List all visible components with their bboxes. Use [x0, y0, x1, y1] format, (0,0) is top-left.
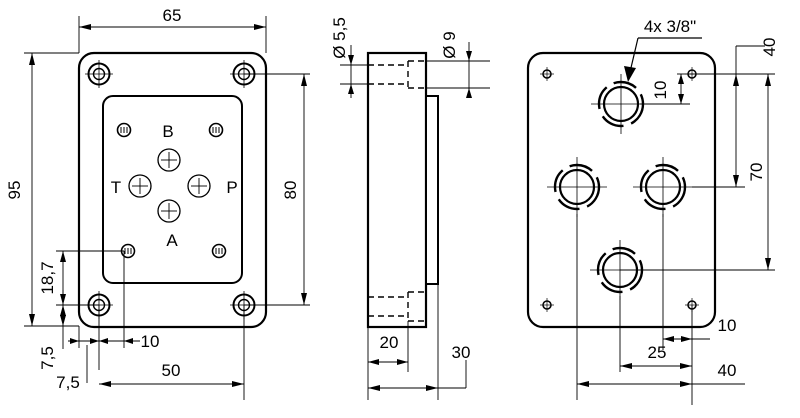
dim-bolt-small-dia: Ø 5,5 [330, 17, 349, 59]
dim-hole-spacing-h: 50 [162, 361, 181, 380]
port-t [128, 174, 152, 198]
pocket-screw-top-right [208, 122, 224, 138]
dim-port-spacing-h: 25 [648, 343, 667, 362]
dim-height: 95 [5, 181, 24, 200]
dim-port-edge-offset-h: 40 [718, 361, 737, 380]
dim-bolt-counterbore-dia: Ø 9 [440, 31, 459, 58]
side-plate-outline [366, 51, 428, 329]
dim-edge-offset-h: 7,5 [56, 373, 80, 392]
front-view: B T P A 65 95 80 18,7 [5, 6, 310, 400]
port-label-b: B [162, 122, 173, 141]
port-p [187, 174, 211, 198]
dim-port-side-offset: 10 [718, 316, 737, 335]
side-valve-boss [425, 95, 439, 285]
port-a [157, 199, 181, 223]
valve-mounting-pocket [102, 95, 243, 284]
side-view: Ø 5,5 Ø 9 20 30 [330, 17, 490, 400]
bolt-bore-bottom [368, 291, 426, 322]
pocket-screw-bottom-right [211, 243, 227, 259]
dim-port-top-offset: 10 [651, 81, 670, 100]
dim-port-edge-offset-v: 40 [760, 38, 779, 57]
port-b [157, 148, 181, 172]
rear-view: 4x 3/8" 10 40 70 10 25 [526, 17, 779, 405]
dim-hole-spacing-v: 80 [281, 181, 300, 200]
dim-edge-offset-v: 7,5 [38, 346, 57, 370]
dim-pocket-hole-y: 18,7 [38, 261, 57, 294]
port-label-p: P [226, 178, 237, 197]
dim-hole-to-pocket: 10 [141, 332, 160, 351]
port-label-t: T [111, 178, 121, 197]
dim-port-spacing-v: 70 [747, 163, 766, 182]
thread-callout: 4x 3/8" [644, 17, 696, 36]
port-label-a: A [166, 231, 178, 250]
dim-thickness: 30 [452, 343, 471, 362]
pocket-screw-top-left [116, 122, 132, 138]
dim-width: 65 [163, 6, 182, 25]
dim-counterbore-depth: 20 [380, 333, 399, 352]
rear-plate-outline [526, 51, 717, 329]
bolt-bore-top [368, 60, 426, 89]
